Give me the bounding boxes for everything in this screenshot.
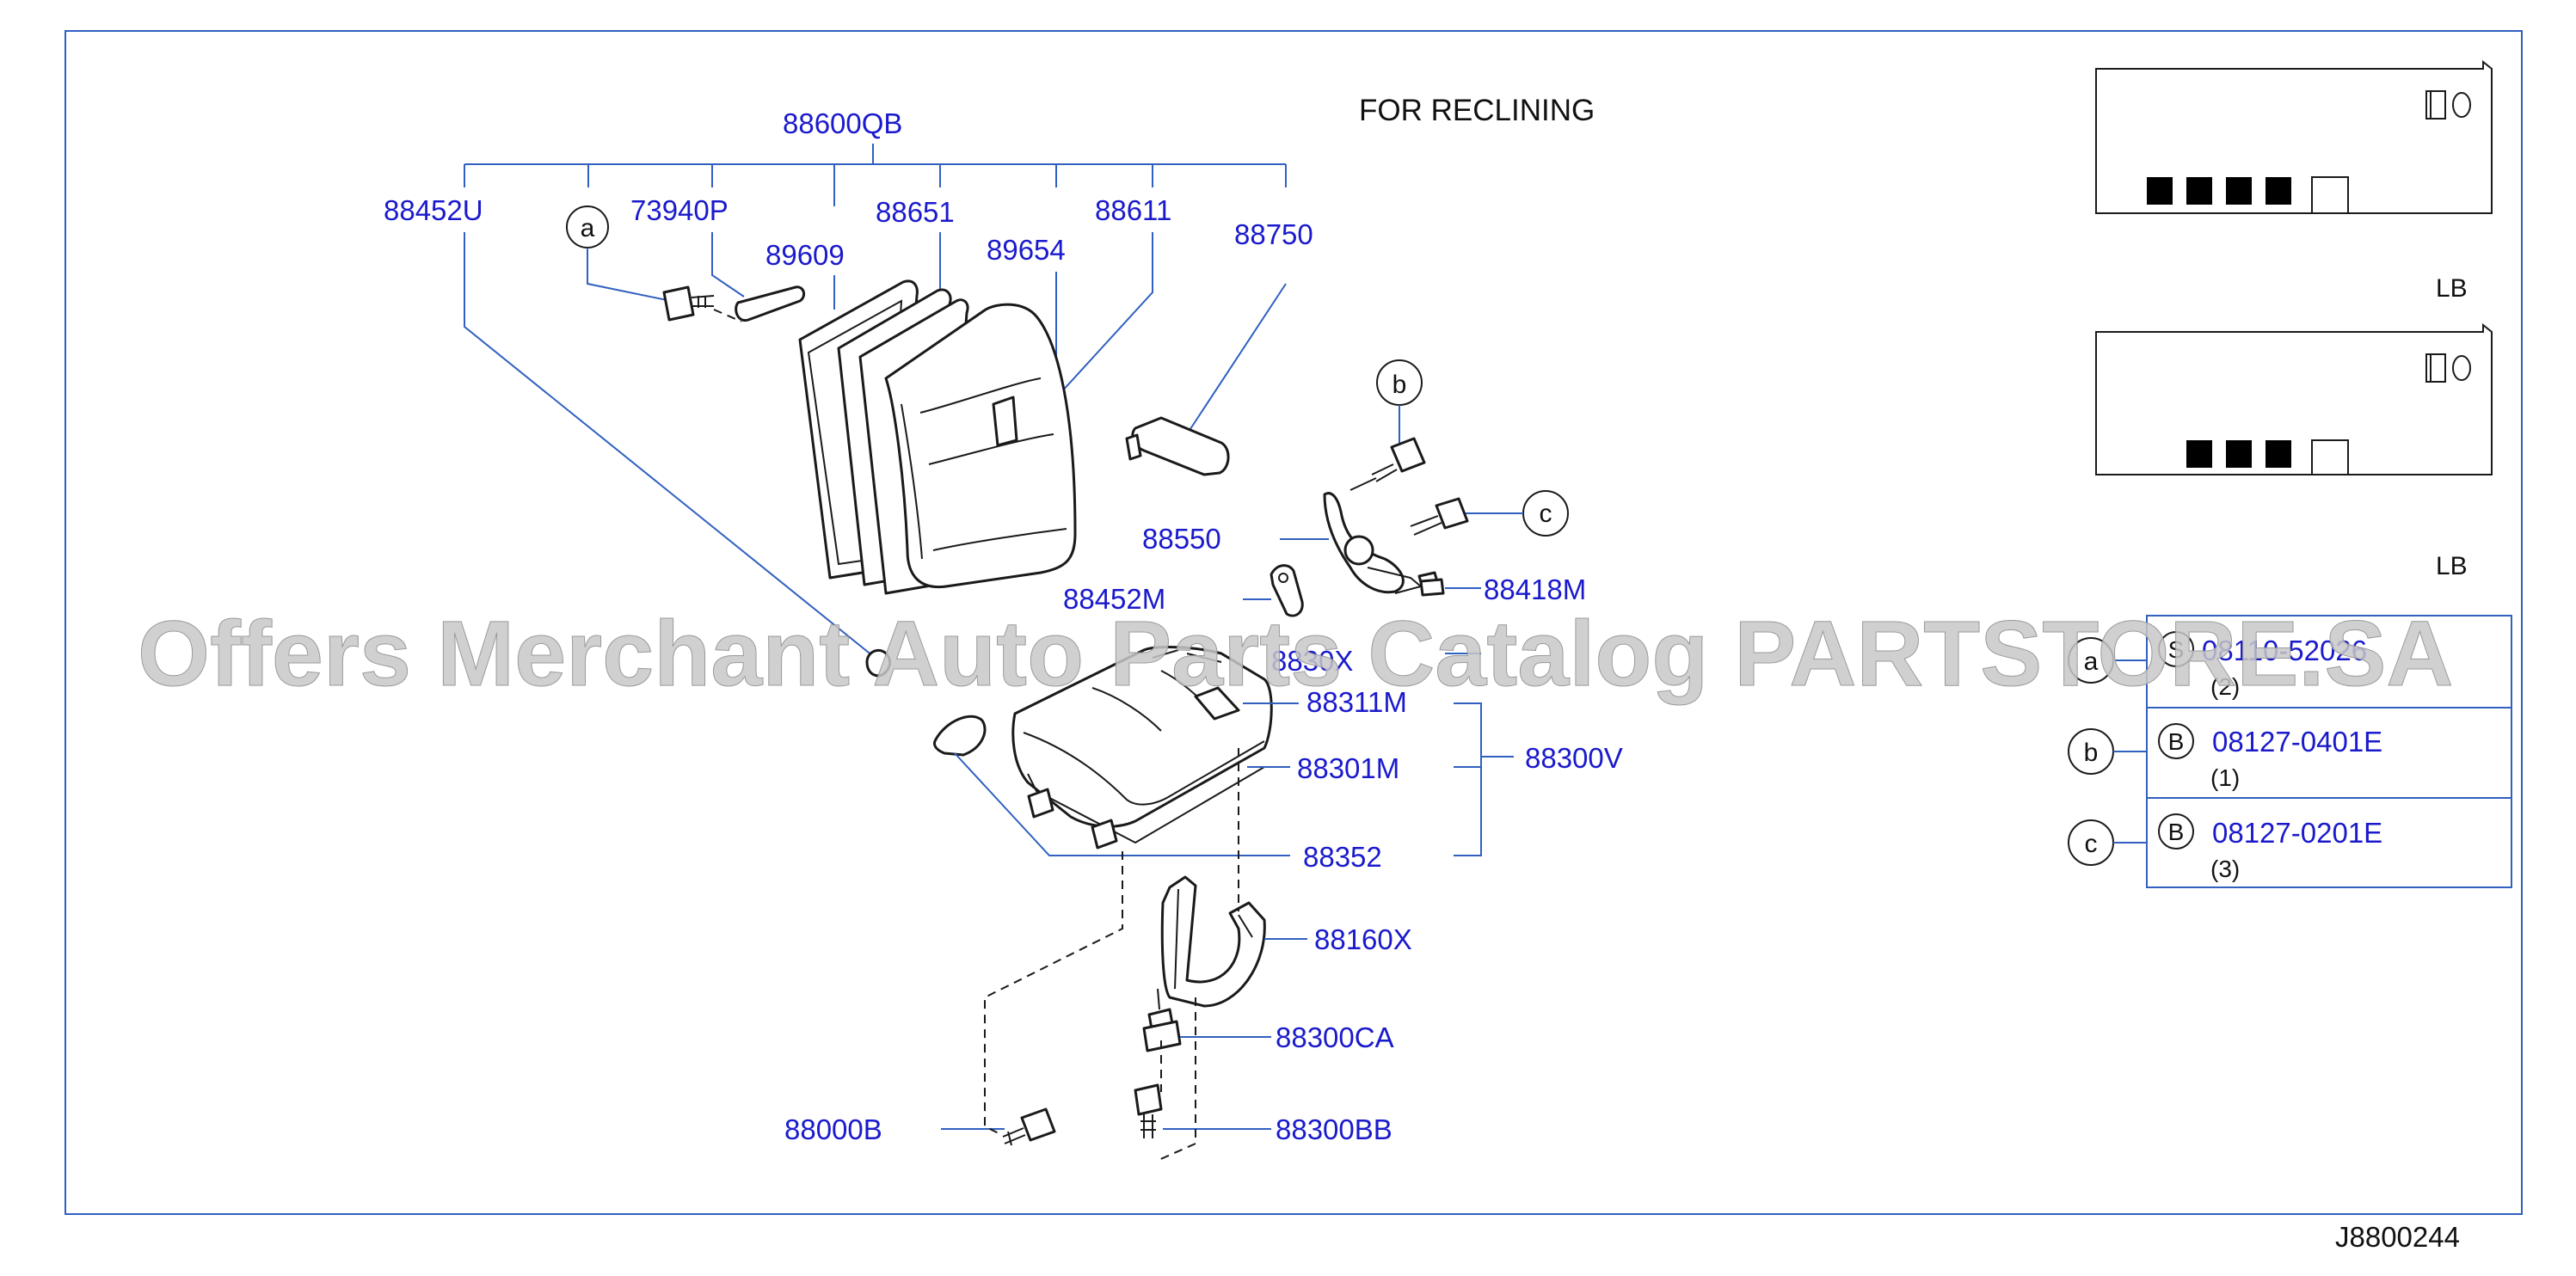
- cover-88352-drawing: [932, 715, 987, 757]
- legend-label-1: LB: [2436, 274, 2468, 303]
- fastener-qty-b: (1): [2210, 764, 2240, 791]
- seat-layout-box-2: [2095, 322, 2493, 475]
- svg-text:b: b: [1393, 371, 1407, 399]
- callout-88300V[interactable]: 88300V: [1525, 742, 1623, 774]
- bolt-88300CA-drawing: [1142, 988, 1182, 1052]
- callout-88300CA[interactable]: 88300CA: [1276, 1021, 1394, 1053]
- bolt-a-drawing: [662, 285, 715, 322]
- diagram-frame: [65, 30, 2523, 1215]
- bubble-c: c: [1522, 490, 1569, 537]
- callout-88160X[interactable]: 88160X: [1314, 923, 1412, 955]
- svg-text:S: S: [2168, 636, 2185, 663]
- bubble-b: b: [1376, 359, 1423, 406]
- fastener-qty-c: (3): [2210, 856, 2240, 882]
- cap-88452U-drawing: [865, 648, 891, 678]
- fastener-row-a[interactable]: a S 08110-52026 (2): [2068, 631, 2367, 700]
- fastener-part-b: 08127-0401E: [2212, 726, 2382, 758]
- clip-88418M-drawing: [1419, 578, 1445, 597]
- svg-text:b: b: [2084, 739, 2099, 767]
- callout-73940P[interactable]: 73940P: [630, 194, 729, 226]
- fastener-part-c: 08127-0201E: [2212, 817, 2382, 849]
- callout-88352[interactable]: 88352: [1303, 841, 1382, 873]
- callout-88300BB[interactable]: 88300BB: [1276, 1113, 1393, 1145]
- bubble-a: a: [566, 206, 609, 248]
- recliner-mechanism-drawing: [1323, 437, 1469, 594]
- callout-88301M[interactable]: 88301M: [1297, 752, 1399, 784]
- seat-back-drawing: [798, 279, 1077, 595]
- callout-89609[interactable]: 89609: [765, 239, 845, 271]
- callout-88452M[interactable]: 88452M: [1063, 583, 1165, 615]
- handle-73940P-drawing: [713, 285, 806, 322]
- callout-89654[interactable]: 89654: [987, 234, 1066, 266]
- callout-88750[interactable]: 88750: [1234, 218, 1313, 250]
- callout-88320X[interactable]: 8830X: [1271, 645, 1353, 677]
- armrest-88750-drawing: [1125, 416, 1230, 476]
- fastener-row-c[interactable]: c B 08127-0201E (3): [2068, 813, 2382, 882]
- backrest-assembly-bracket: 88600QB: [464, 107, 1287, 206]
- svg-text:a: a: [2084, 647, 2099, 676]
- bracket-88452M-drawing: [1270, 564, 1304, 617]
- watermark: Offers Merchant Auto Parts Catalog PARTS…: [138, 601, 2453, 705]
- callout-88600QB[interactable]: 88600QB: [783, 107, 902, 139]
- bolt-88000B-drawing: [1002, 1107, 1056, 1146]
- legend-label-2: LB: [2436, 552, 2468, 580]
- diagram-code: J8800244: [2335, 1221, 2460, 1253]
- svg-text:c: c: [1540, 500, 1552, 528]
- page-title: FOR RECLINING: [1359, 94, 1595, 127]
- fastener-qty-a: (2): [2210, 673, 2240, 700]
- callout-88418M[interactable]: 88418M: [1484, 574, 1586, 605]
- svg-text:a: a: [581, 214, 595, 242]
- callout-88000B[interactable]: 88000B: [784, 1113, 882, 1145]
- callout-88611[interactable]: 88611: [1095, 194, 1171, 226]
- svg-text:B: B: [2168, 728, 2185, 755]
- callout-88452U[interactable]: 88452U: [384, 194, 483, 226]
- callout-88550[interactable]: 88550: [1142, 523, 1221, 555]
- bolt-88300BB-drawing: [1134, 1083, 1163, 1138]
- bracket-88160X-drawing: [1160, 875, 1266, 1008]
- fastener-row-b[interactable]: b B 08127-0401E (1): [2068, 723, 2382, 791]
- svg-text:B: B: [2168, 819, 2185, 845]
- fastener-part-a: 08110-52026: [2202, 635, 2367, 666]
- callout-88311M[interactable]: 88311M: [1306, 686, 1407, 718]
- svg-text:c: c: [2085, 830, 2098, 858]
- callout-88651[interactable]: 88651: [876, 196, 955, 228]
- legend-panel: LB LB a S 08110-52026 (2) b: [2068, 59, 2512, 888]
- seat-cushion-drawing: [1011, 646, 1273, 850]
- seat-layout-box-1: [2095, 59, 2493, 214]
